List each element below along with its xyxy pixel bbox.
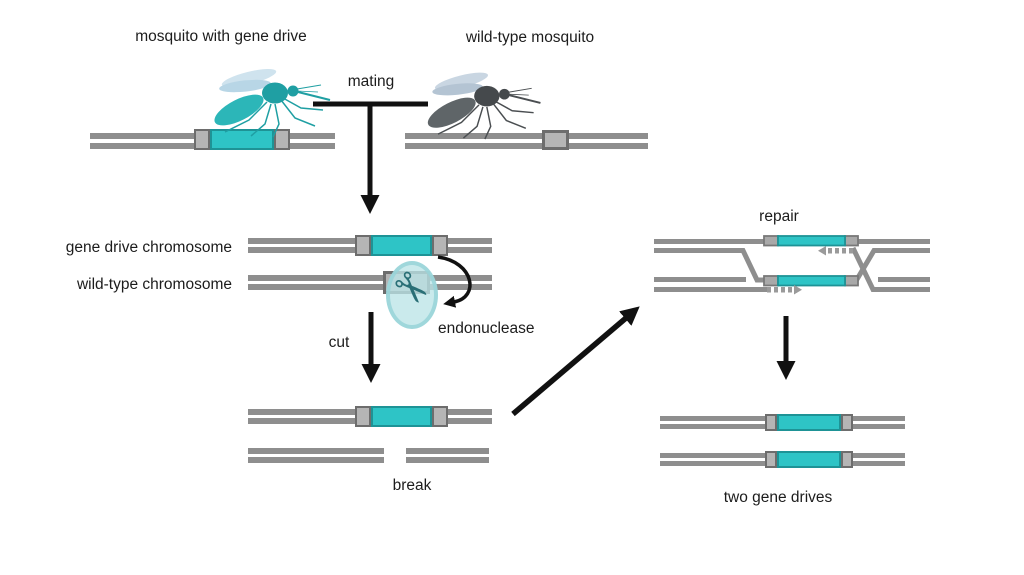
homology-flank bbox=[841, 414, 853, 431]
homology-flank bbox=[841, 451, 853, 468]
gene-drive-insert bbox=[777, 414, 841, 431]
label-break: break bbox=[392, 477, 432, 494]
gene-drive-insert bbox=[210, 129, 274, 150]
repair-gene-top bbox=[763, 235, 859, 247]
gene-drive-insert bbox=[371, 235, 432, 256]
gene-drive-chromosome bbox=[248, 235, 492, 256]
gene-drive-parent-chromosome bbox=[90, 129, 335, 150]
repair-crossover-leg bbox=[850, 246, 930, 292]
gene-drive-result-chromosome-2 bbox=[660, 451, 905, 468]
chromosome-strand bbox=[405, 133, 648, 139]
homology-flank bbox=[763, 275, 779, 287]
wild-type-mosquito-icon bbox=[415, 62, 545, 140]
homology-flank bbox=[844, 235, 859, 247]
wild-type-parent-chromosome bbox=[405, 130, 648, 150]
label-gene-drive-chromosome: gene drive chromosome bbox=[65, 239, 232, 256]
wild-type-chromosome bbox=[248, 271, 492, 294]
gene-drive-cassette bbox=[194, 129, 290, 150]
homology-flank bbox=[355, 406, 371, 427]
homology-flank bbox=[432, 406, 448, 427]
label-endonuclease: endonuclease bbox=[438, 320, 535, 337]
gene-drive-mosquito-icon bbox=[202, 58, 334, 138]
homology-flank bbox=[432, 235, 448, 256]
gene-drive-chromosome-after-cut bbox=[248, 406, 492, 427]
homology-flank bbox=[763, 235, 779, 247]
label-two-gene-drives: two gene drives bbox=[723, 489, 833, 506]
broken-chromosome-right bbox=[406, 448, 489, 463]
homology-flank bbox=[355, 235, 371, 256]
gene-drive-cassette bbox=[355, 235, 448, 256]
chromosome-strand bbox=[248, 284, 492, 290]
gene-drive-result-chromosome-1 bbox=[660, 414, 905, 431]
gene-drive-insert bbox=[777, 451, 841, 468]
repair-crossover-leg bbox=[853, 248, 930, 283]
label-repair: repair bbox=[759, 208, 799, 225]
broken-chromosome-left bbox=[248, 448, 384, 463]
chromosome-strand bbox=[406, 448, 489, 454]
gene-drive-insert bbox=[777, 235, 846, 247]
repair-gene-bottom bbox=[763, 275, 859, 287]
endonuclease-halo bbox=[386, 261, 438, 329]
homology-flank bbox=[844, 275, 859, 287]
chromosome-strand bbox=[248, 275, 492, 281]
label-mating: mating bbox=[347, 73, 395, 90]
synthesis-arrowhead bbox=[794, 285, 802, 295]
label-mosquito-with-gene-drive: mosquito with gene drive bbox=[135, 28, 307, 45]
repair-strand-invading bbox=[654, 248, 765, 283]
homology-directed-repair-diagram bbox=[654, 235, 930, 295]
homology-flank bbox=[274, 129, 290, 150]
gene-drive-insert bbox=[777, 275, 846, 287]
synthesis-arrowhead bbox=[818, 246, 826, 256]
label-wild-type-chromosome: wild-type chromosome bbox=[76, 276, 232, 293]
synthesis-arrow-left bbox=[818, 246, 853, 256]
chromosome-strand bbox=[405, 143, 648, 149]
repair-strands bbox=[654, 239, 930, 292]
chromosome-strand bbox=[248, 448, 384, 454]
chromosome-strand bbox=[406, 457, 489, 463]
gene-drive-cassette bbox=[765, 451, 853, 468]
homology-flank bbox=[765, 451, 777, 468]
gene-drive-cassette bbox=[765, 414, 853, 431]
synthesis-arrow-right bbox=[767, 285, 802, 295]
homology-flank bbox=[194, 129, 210, 150]
label-cut: cut bbox=[328, 334, 350, 351]
label-wild-type-mosquito: wild-type mosquito bbox=[465, 29, 595, 46]
gene-drive-cassette bbox=[355, 406, 448, 427]
target-site-box bbox=[542, 130, 569, 150]
chromosome-strand bbox=[248, 457, 384, 463]
homology-flank bbox=[765, 414, 777, 431]
gene-drive-insert bbox=[371, 406, 432, 427]
